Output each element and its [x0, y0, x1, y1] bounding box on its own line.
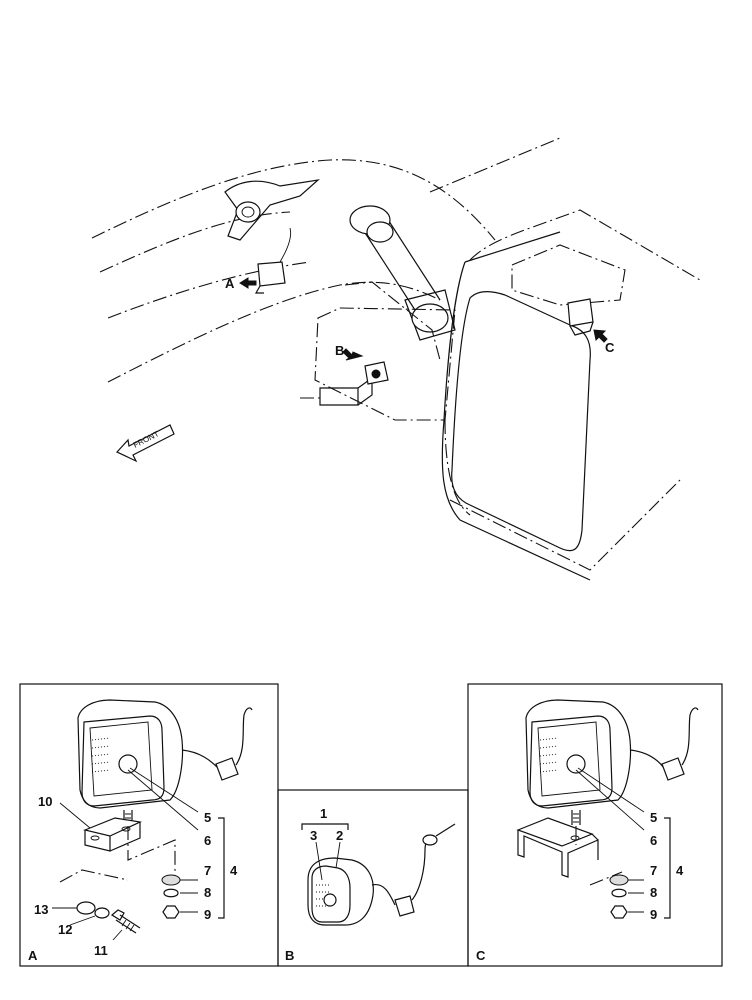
lamp-b-location	[364, 361, 389, 385]
bolt-11	[110, 909, 141, 934]
panel-c-frame	[467, 683, 723, 967]
lock-washer-12	[94, 907, 110, 919]
part-number-5-c: 5	[650, 810, 657, 825]
part-number-12: 12	[58, 922, 72, 937]
lamp-a-location	[254, 227, 292, 294]
part-number-8: 8	[204, 885, 211, 900]
panel-b-label: B	[285, 948, 294, 963]
work-lamp-c	[525, 699, 699, 825]
part-number-3: 3	[310, 828, 317, 843]
lock-washer-8-c	[611, 888, 627, 898]
part-number-13: 13	[34, 902, 48, 917]
work-lamp-a	[77, 699, 253, 825]
lamp-c-location	[567, 298, 594, 336]
lock-washer-8	[163, 888, 179, 898]
panel-a-label: A	[28, 948, 38, 963]
arrow-c-icon	[593, 329, 608, 343]
callout-c: C	[605, 340, 615, 355]
panel-c-label: C	[476, 948, 486, 963]
part-number-9-c: 9	[650, 907, 657, 922]
panel-a: 5 6 4 7 8 9 10 13 12 11 A	[19, 683, 279, 967]
part-number-1: 1	[320, 806, 327, 821]
part-number-5: 5	[204, 810, 211, 825]
part-number-4: 4	[230, 863, 238, 878]
bracket-10	[83, 817, 143, 852]
washer-7	[161, 874, 181, 886]
washer-13	[76, 901, 96, 915]
bracket-c	[516, 817, 599, 878]
panel-b-frame	[277, 789, 469, 967]
part-number-10: 10	[38, 794, 52, 809]
panel-b: 1 3 2 B	[277, 789, 469, 967]
part-number-6-c: 6	[650, 833, 657, 848]
part-number-4-c: 4	[676, 863, 684, 878]
front-arrow-icon: FRONT	[116, 424, 175, 463]
work-lamp-b	[307, 823, 456, 926]
arrow-b-icon	[342, 348, 364, 361]
callout-b: B	[335, 343, 344, 358]
panel-c: 5 6 4 7 8 9 C	[467, 683, 723, 967]
part-number-11: 11	[94, 943, 108, 958]
part-number-7-c: 7	[650, 863, 657, 878]
arrow-a-icon	[239, 277, 257, 289]
washer-7-c	[609, 874, 629, 886]
part-number-8-c: 8	[650, 885, 657, 900]
part-number-9: 9	[204, 907, 211, 922]
front-label: FRONT	[132, 429, 161, 450]
part-number-7: 7	[204, 863, 211, 878]
nut-9	[162, 905, 180, 919]
part-number-6: 6	[204, 833, 211, 848]
part-number-2: 2	[336, 828, 343, 843]
nut-9-c	[610, 905, 628, 919]
callout-a: A	[225, 276, 235, 291]
excavator-overview: A B C FRONT	[91, 137, 701, 581]
